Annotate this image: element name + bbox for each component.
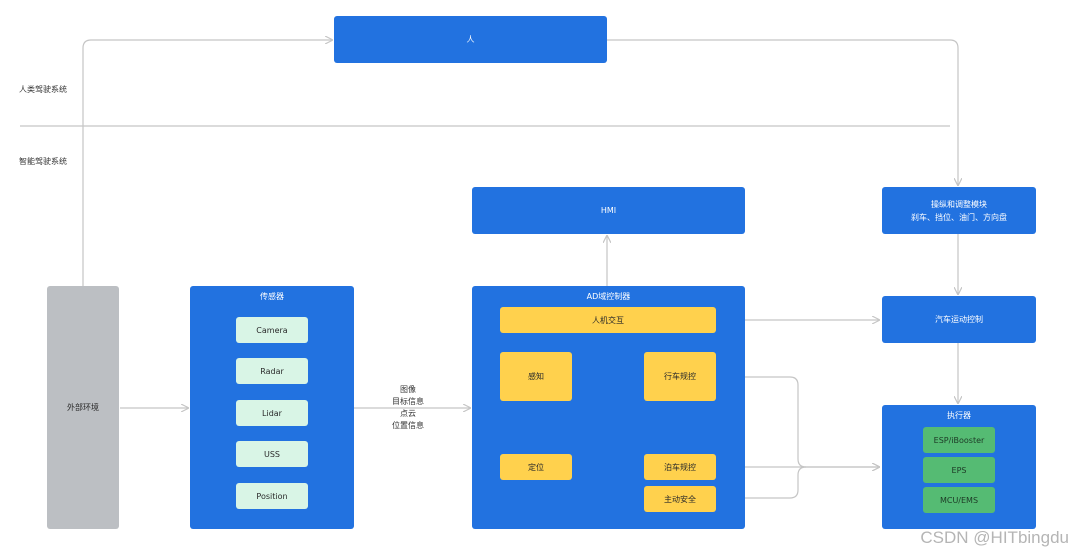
localization-label: 定位	[528, 462, 544, 472]
active-safety-label: 主动安全	[664, 494, 696, 504]
actuator-mcu-label: MCU/EMS	[939, 495, 979, 505]
human-node-label: 人	[466, 35, 475, 44]
edge-safety-to-actuator	[716, 466, 807, 499]
sensor-position-label: Position	[256, 491, 288, 501]
sensor-output-targets: 目标信息	[392, 397, 424, 406]
sensor-uss-label: USS	[263, 449, 280, 459]
sensor-position: Position	[236, 483, 308, 509]
operation-module-node: 操纵和调整模块 刹车、挡位、油门、方向盘	[882, 187, 1036, 234]
active-safety-node: 主动安全	[644, 486, 716, 512]
localization-node: 定位	[500, 454, 572, 480]
sensor-uss: USS	[236, 441, 308, 467]
actuator-eps: EPS	[923, 457, 995, 483]
driving-planning-node: 行车规控	[644, 352, 716, 401]
hmi-interaction-node: 人机交互	[500, 307, 716, 333]
actuator-group-title: 执行器	[947, 411, 971, 420]
perception-label: 感知	[528, 372, 544, 381]
parking-planning-node: 泊车规控	[644, 454, 716, 480]
sensor-output-labels: 图像 目标信息 点云 位置信息	[380, 384, 436, 432]
actuator-eps-label: EPS	[951, 465, 967, 475]
sensor-lidar-label: Lidar	[262, 408, 282, 418]
external-environment-node: 外部环境	[47, 286, 119, 529]
sensor-output-image: 图像	[400, 385, 416, 394]
operation-module-sublabel: 刹车、挡位、油门、方向盘	[911, 212, 1007, 222]
sensor-output-position: 位置信息	[392, 421, 424, 430]
watermark: CSDN @HITbingdu	[920, 528, 1069, 547]
motion-control-label: 汽车运动控制	[935, 315, 983, 324]
driving-planning-label: 行车规控	[664, 372, 696, 381]
actuator-esp-label: ESP/iBooster	[933, 435, 985, 445]
sensor-output-pointcloud: 点云	[400, 409, 416, 418]
sensor-lidar: Lidar	[236, 400, 308, 426]
sensor-radar: Radar	[236, 358, 308, 384]
motion-control-node: 汽车运动控制	[882, 296, 1036, 343]
sensor-group-title: 传感器	[260, 292, 284, 301]
parking-planning-label: 泊车规控	[664, 462, 696, 472]
hmi-node-label: HMI	[600, 206, 617, 215]
sensor-radar-label: Radar	[260, 366, 284, 376]
actuator-mcu: MCU/EMS	[923, 487, 995, 513]
zone-label-human: 人类驾驶系统	[19, 85, 67, 94]
edge-env-to-human	[82, 40, 332, 286]
sensor-camera: Camera	[236, 317, 308, 343]
sensor-camera-label: Camera	[256, 325, 288, 335]
human-node: 人	[334, 16, 607, 63]
zone-label-smart: 智能驾驶系统	[19, 157, 67, 166]
operation-module-label: 操纵和调整模块	[931, 199, 987, 209]
actuator-esp: ESP/iBooster	[923, 427, 995, 453]
hmi-interaction-label: 人机交互	[592, 315, 624, 325]
edge-human-to-operation	[607, 39, 958, 185]
perception-node: 感知	[500, 352, 572, 401]
external-environment-label: 外部环境	[67, 403, 99, 412]
ad-controller-title: AD域控制器	[586, 292, 631, 301]
hmi-node: HMI	[472, 187, 745, 234]
